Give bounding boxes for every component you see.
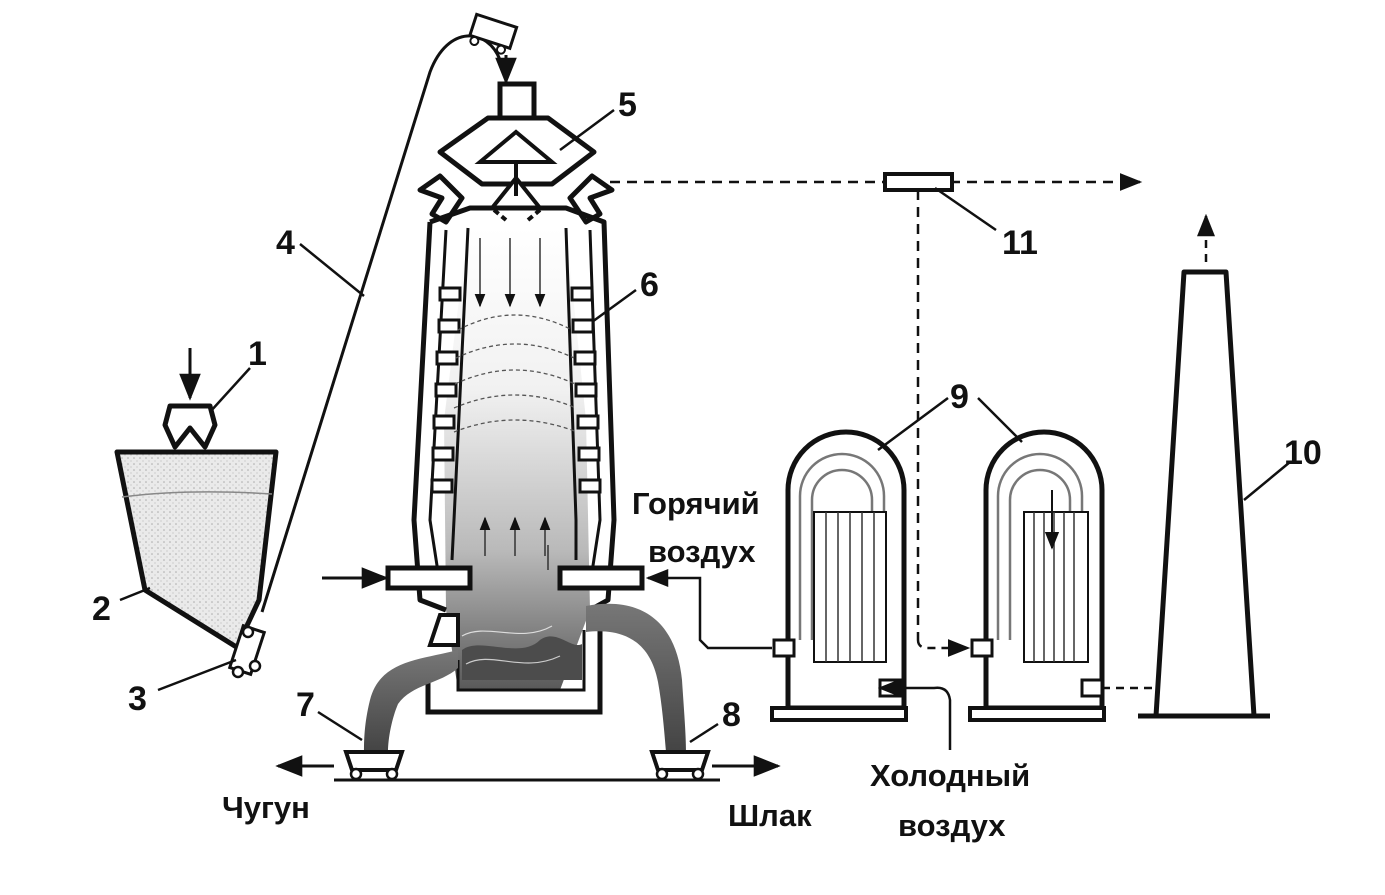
cold-air-caption-line1: Холодный <box>870 758 1030 793</box>
hot-air-caption-line2: воздух <box>648 534 756 569</box>
iron-runner <box>364 650 458 752</box>
label-3: 3 <box>128 680 147 718</box>
skip-hoist <box>260 12 519 613</box>
furnace-shaft <box>322 205 645 715</box>
hot-air-caption-line1: Горячий <box>632 486 760 521</box>
stove-left <box>770 429 908 722</box>
cold-air-caption-line2: воздух <box>898 808 1006 843</box>
charging-bin <box>114 449 279 651</box>
label-7: 7 <box>296 686 315 724</box>
label-1: 1 <box>248 335 267 373</box>
label-2: 2 <box>92 590 111 628</box>
label-6: 6 <box>640 266 659 304</box>
slag-ladle <box>649 750 711 781</box>
label-8: 8 <box>722 696 741 734</box>
iron-caption: Чугун <box>222 790 310 825</box>
leader-lines <box>119 108 1291 744</box>
stove-right <box>968 429 1106 722</box>
hot-air-line <box>645 569 772 650</box>
label-5: 5 <box>618 86 637 124</box>
iron-ladle <box>343 750 405 781</box>
skip-car-bottom <box>227 623 267 679</box>
cold-air-line <box>877 679 952 750</box>
grab-bucket <box>162 348 218 450</box>
charging-apparatus <box>417 81 615 225</box>
slag-caption: Шлак <box>728 798 812 833</box>
label-9: 9 <box>950 378 969 416</box>
label-11: 11 <box>1002 224 1038 262</box>
slag-runner <box>586 603 686 752</box>
gas-line <box>610 172 1143 657</box>
label-10: 10 <box>1284 434 1322 472</box>
label-4: 4 <box>276 224 295 262</box>
chimney <box>1138 213 1270 719</box>
